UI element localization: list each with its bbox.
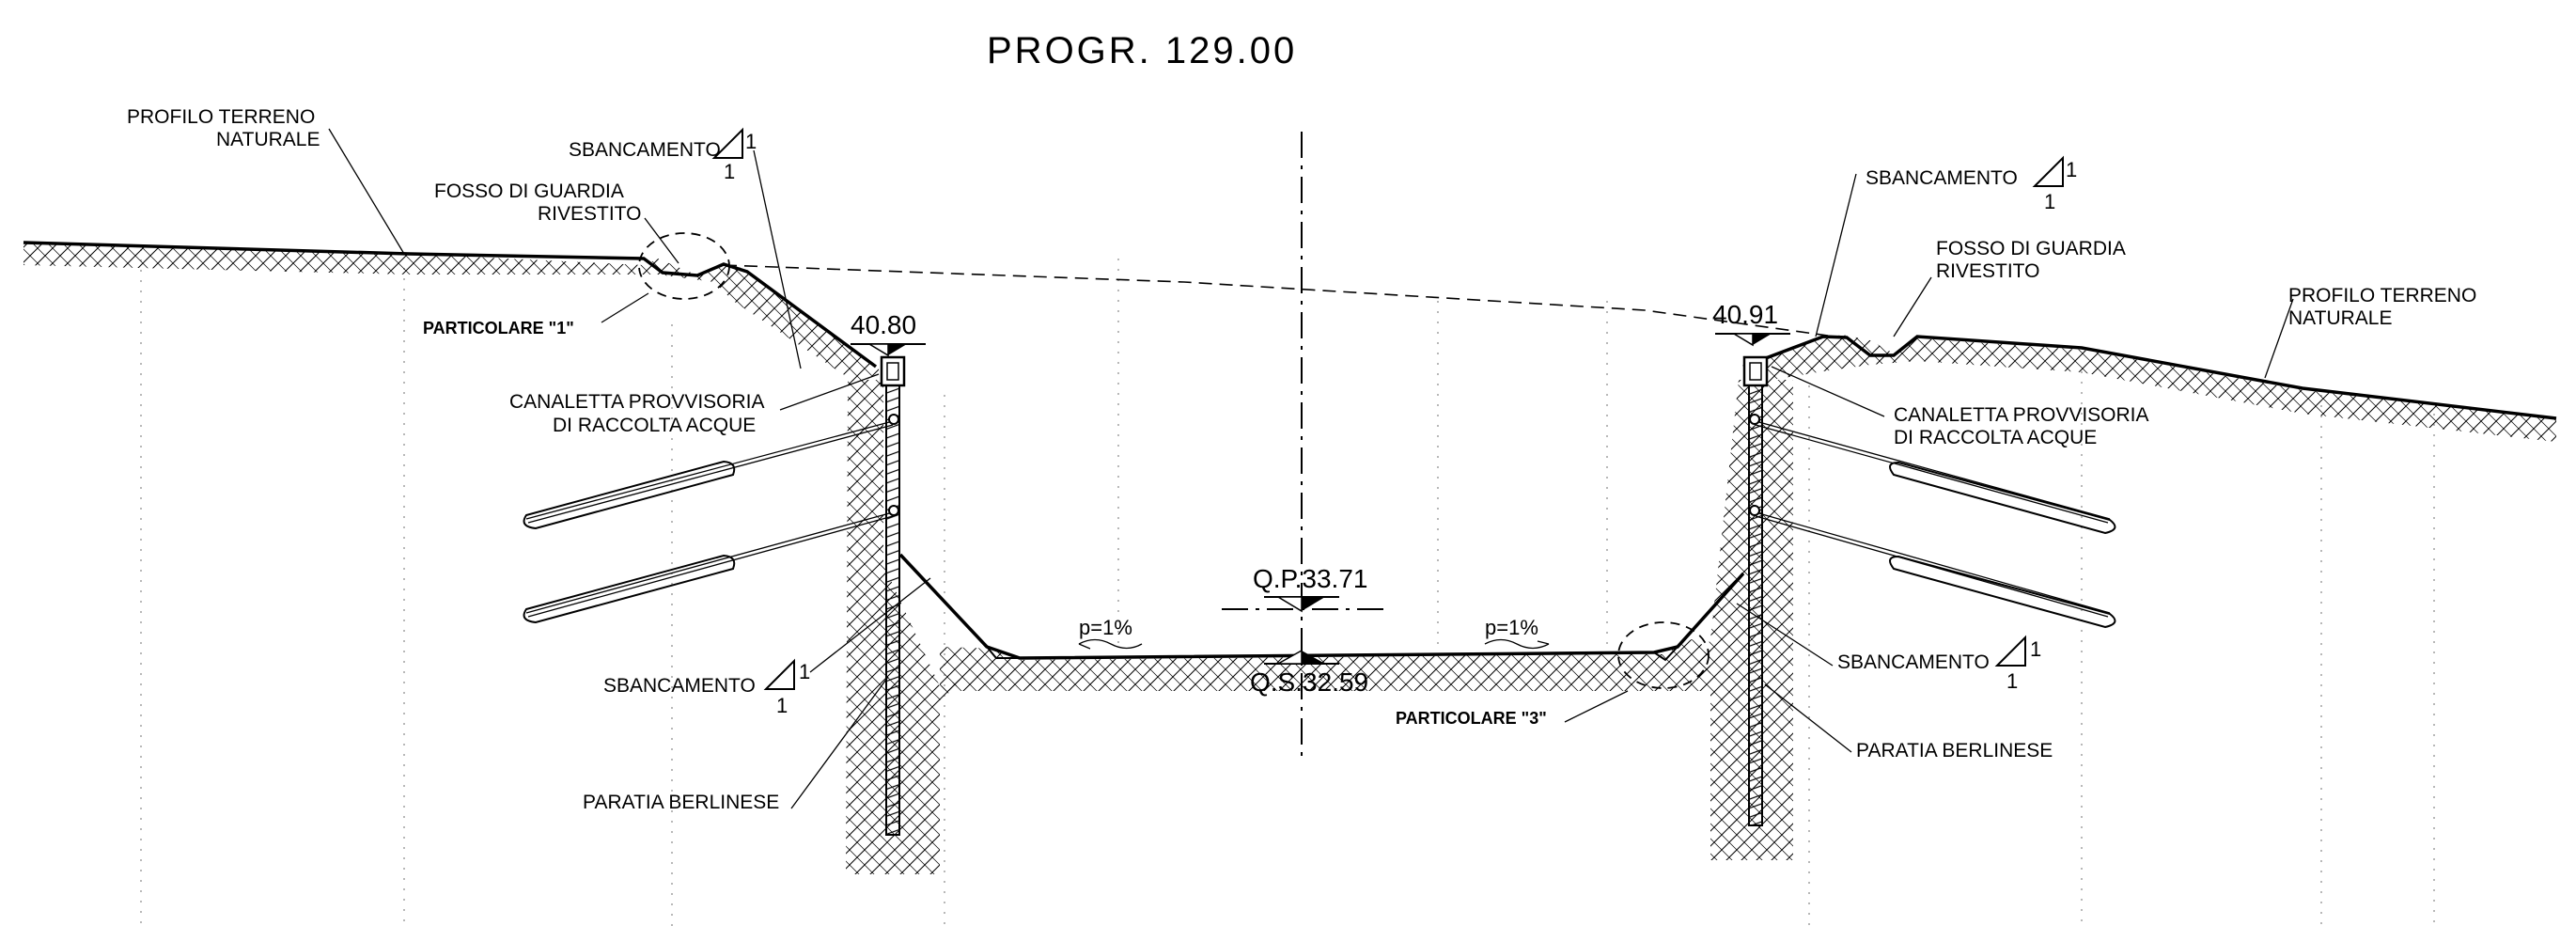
canaletta-right-line1: CANALETTA PROVVISORIA [1894, 404, 2149, 426]
paratia-left-label: PARATIA BERLINESE [583, 792, 779, 813]
bottom-slab-soil [940, 639, 1710, 691]
canaletta-left-line2: DI RACCOLTA ACQUE [553, 415, 756, 436]
sbancamento-top-right: SBANCAMENTO [1866, 167, 2018, 189]
leader-lines [328, 128, 2294, 809]
sbancamento-top-left: SBANCAMENTO [569, 139, 721, 161]
paratia-left [880, 355, 906, 836]
anchors-right [1749, 414, 2116, 629]
elevation-qs: Q.S.32.59 [1250, 667, 1368, 697]
left-wall-soil [846, 380, 968, 874]
elevation-left-top: 40.80 [851, 310, 916, 339]
slope-one-top-left-b: 1 [724, 160, 735, 183]
particolare-3-circle [1617, 621, 1710, 689]
slope-one-low-left-b: 1 [776, 694, 788, 717]
elevation-right-top: 40.91 [1712, 300, 1778, 329]
profilo-right-line2: NATURALE [2288, 307, 2392, 329]
profilo-right-line1: PROFILO TERRENO [2288, 285, 2476, 306]
profilo-left-line2: NATURALE [216, 129, 320, 150]
slope-triangle-low-right [1994, 635, 2026, 667]
slope-one-low-right-a: 1 [2030, 637, 2041, 661]
elevation-marker-left [851, 343, 926, 357]
fosso-left-line2: RIVESTITO [538, 203, 641, 225]
original-terrain-dashed [723, 264, 1829, 337]
profilo-left-line1: PROFILO TERRENO [127, 106, 315, 128]
reference-dotted-lines [140, 249, 2435, 926]
right-wall-soil [1692, 380, 1793, 860]
fosso-right-line1: FOSSO DI GUARDIA [1936, 238, 2126, 259]
slope-one-low-right-b: 1 [2006, 669, 2018, 693]
slope-percent-right: p=1% [1485, 616, 1538, 639]
fosso-right-line2: RIVESTITO [1936, 260, 2039, 282]
particolare-1-label: PARTICOLARE "1" [423, 319, 574, 337]
elevation-marker-qp [1264, 596, 1339, 613]
sbancamento-low-left: SBANCAMENTO [603, 675, 756, 697]
slope-triangle-low-left [763, 658, 795, 690]
anchors-left [523, 414, 899, 624]
excavation-outline [898, 553, 1745, 660]
elevation-qp: Q.P.33.71 [1253, 564, 1367, 593]
canaletta-left-line1: CANALETTA PROVVISORIA [509, 391, 765, 413]
elevation-marker-right [1715, 333, 1790, 347]
fosso-left-line1: FOSSO DI GUARDIA [434, 180, 624, 202]
slope-percent-left: p=1% [1079, 616, 1132, 639]
paratia-right-label: PARATIA BERLINESE [1856, 740, 2053, 761]
ground-profile-left [23, 243, 879, 385]
paratia-right [1742, 355, 1769, 826]
slope-one-top-right-b: 1 [2044, 190, 2055, 213]
drawing-title: PROGR. 129.00 [987, 30, 1297, 71]
slope-triangle-top-right [2032, 155, 2064, 187]
canaletta-right-line2: DI RACCOLTA ACQUE [1894, 427, 2097, 448]
slope-one-top-right-a: 1 [2066, 158, 2077, 181]
sbancamento-low-right: SBANCAMENTO [1837, 651, 1990, 673]
elevation-marker-qs [1264, 649, 1339, 665]
slope-one-top-left-a: 1 [745, 130, 757, 153]
slope-one-low-left-a: 1 [799, 660, 810, 683]
ground-profile-right [1743, 335, 2556, 442]
particolare-1-circle [638, 232, 730, 300]
particolare-3-label: PARTICOLARE "3" [1396, 709, 1547, 728]
slope-triangle-top-left [711, 127, 743, 159]
